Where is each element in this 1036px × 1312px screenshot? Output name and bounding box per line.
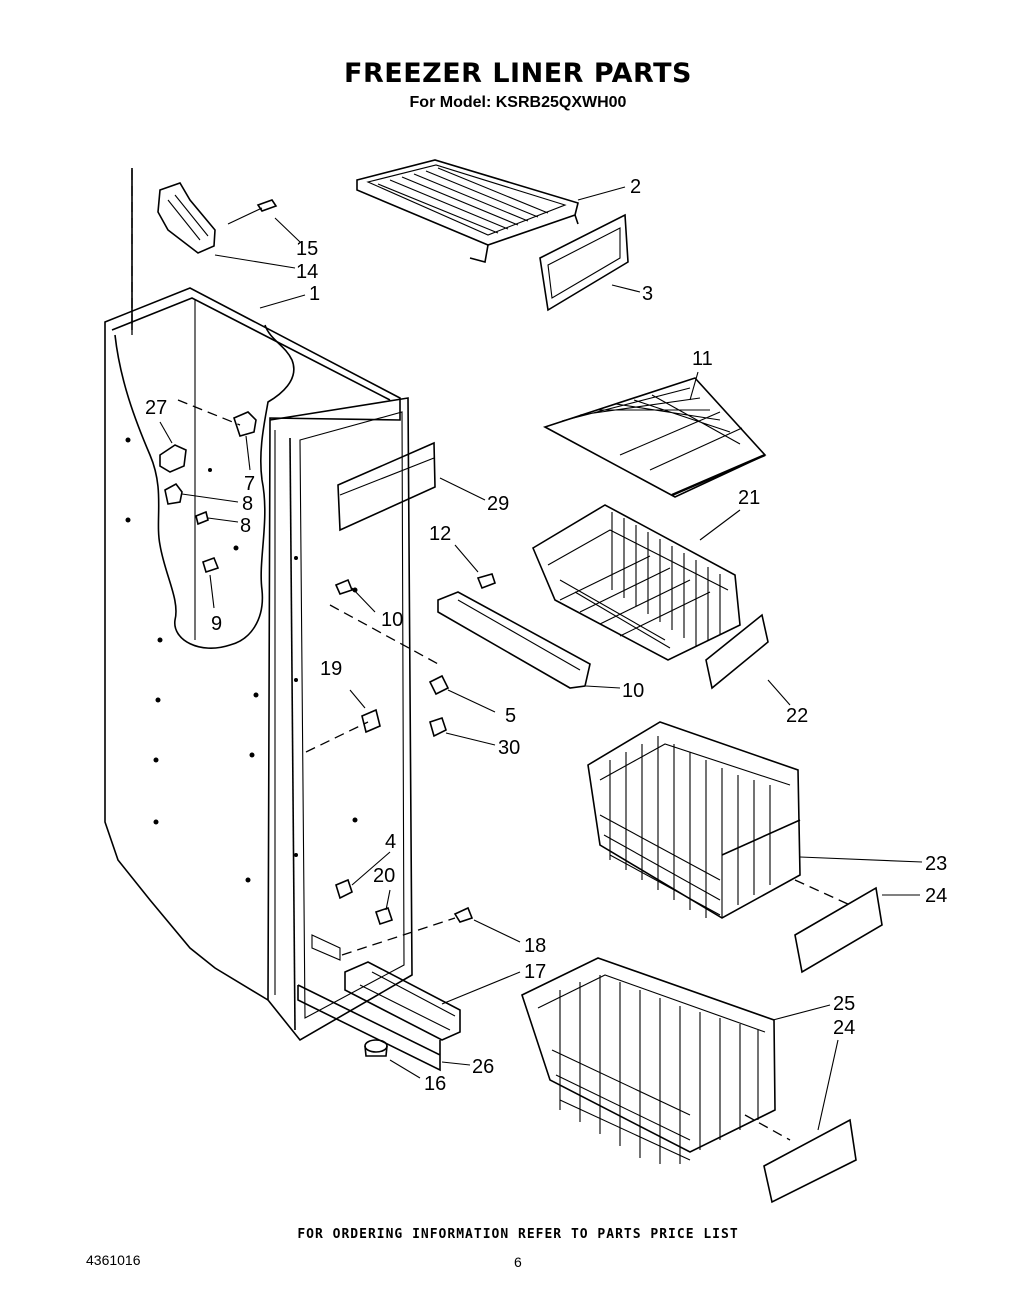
hinge-bracket-part — [131, 168, 278, 335]
callout-23: 23 — [925, 853, 947, 875]
callout-5: 5 — [505, 705, 516, 727]
callout-30: 30 — [498, 737, 520, 759]
callout-22: 22 — [786, 705, 808, 727]
bracket-part — [329, 573, 591, 689]
callout-21: 21 — [738, 487, 760, 509]
lower-basket-part — [521, 957, 776, 1164]
middle-basket-part — [587, 721, 801, 919]
callout-2: 2 — [630, 176, 641, 198]
document-number: 4361016 — [86, 1252, 141, 1268]
small-clips — [305, 674, 450, 926]
callout-24-lower: 24 — [833, 1017, 855, 1039]
small-basket-part — [531, 504, 741, 661]
callout-12: 12 — [429, 523, 451, 545]
callout-17: 17 — [524, 961, 546, 983]
glass-shelf-part — [356, 159, 579, 263]
callout-1: 1 — [309, 283, 320, 305]
callout-7: 8 — [242, 493, 253, 515]
callout-4: 4 — [385, 831, 396, 853]
mullion-trim-part — [337, 441, 436, 532]
freezer-liner-part — [104, 287, 413, 1042]
wall-fittings — [159, 399, 257, 574]
callout-19: 19 — [320, 658, 342, 680]
callout-26: 26 — [472, 1056, 494, 1078]
leader-lines — [159, 186, 923, 1131]
model-subtitle: For Model: KSRB25QXWH00 — [409, 94, 627, 111]
callout-27: 27 — [145, 397, 167, 419]
callout-10: 10 — [622, 680, 644, 702]
vent-assembly-part — [297, 906, 474, 1072]
callout-8-left: 8 — [240, 515, 251, 537]
callout-25: 25 — [833, 993, 855, 1015]
callout-16: 16 — [424, 1073, 446, 1095]
callout-29: 29 — [487, 493, 509, 515]
callout-6: 7 — [244, 473, 255, 495]
wire-shelf-part — [542, 377, 767, 498]
page-title: FREEZER LINER PARTS — [344, 58, 692, 89]
shelf-trim-part — [539, 213, 629, 312]
callout-3: 3 — [642, 283, 653, 305]
page-number: 6 — [514, 1254, 522, 1270]
callout-labels: 2 3 1 15 14 11 21 27 7 8 8 29 12 9 10 19… — [145, 176, 947, 1095]
callout-8-mid: 10 — [381, 609, 403, 631]
callout-15: 15 — [296, 238, 318, 260]
callout-20: 20 — [373, 865, 395, 887]
basket-front-22 — [705, 613, 769, 690]
callout-14: 14 — [296, 261, 318, 283]
callout-18: 18 — [524, 935, 546, 957]
callout-24-upper: 24 — [925, 885, 947, 907]
callout-11: 11 — [692, 348, 713, 370]
ordering-note: FOR ORDERING INFORMATION REFER TO PARTS … — [297, 1227, 739, 1242]
callout-9: 9 — [211, 613, 222, 635]
basket-front-24 — [763, 886, 883, 1204]
